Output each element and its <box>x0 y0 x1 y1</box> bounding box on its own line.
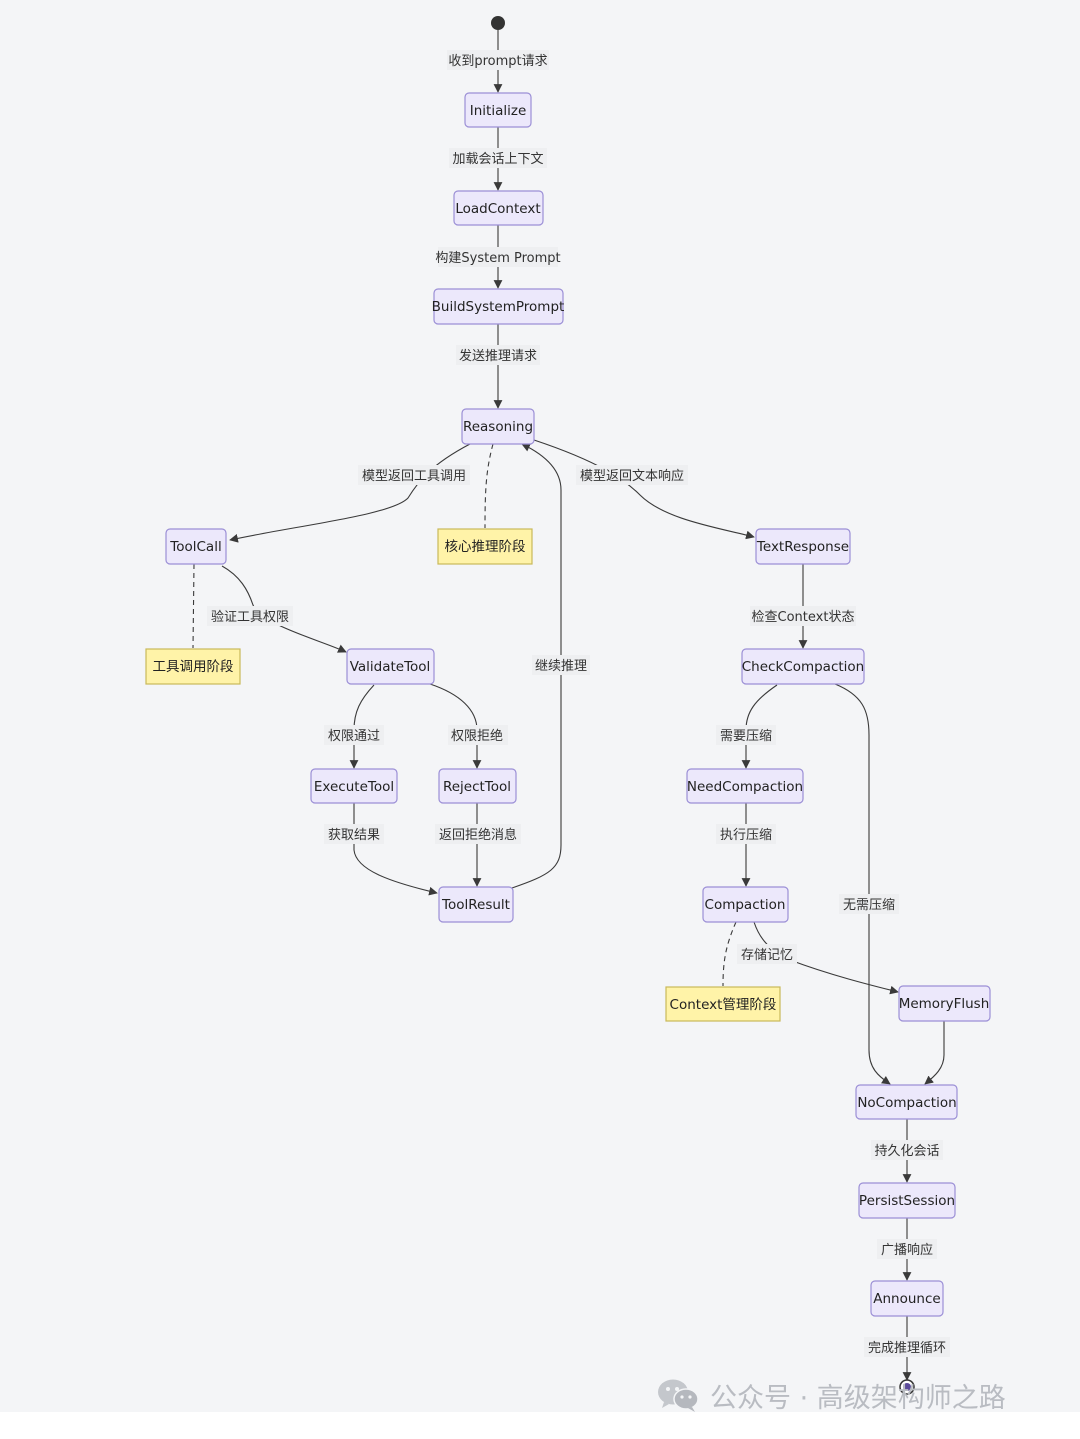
state-checkcompaction-label: CheckCompaction <box>742 659 865 675</box>
state-textresponse-label: TextResponse <box>756 539 849 555</box>
state-checkcompaction: CheckCompaction <box>741 648 865 685</box>
state-compaction: Compaction <box>702 886 789 923</box>
edge-memoryflush-nocompaction <box>924 1021 945 1085</box>
note-link-tool-call-phase <box>192 563 195 649</box>
label-announce-end: 完成推理循环 <box>868 1341 946 1356</box>
note-context-phase: Context管理阶段 <box>665 986 781 1022</box>
label-checkcompaction-needcompaction: 需要压缩 <box>720 728 772 744</box>
state-toolresult: ToolResult <box>438 886 514 923</box>
wechat-icon <box>658 1379 699 1412</box>
edge-reasoning-toolcall <box>229 443 471 543</box>
note-core-reasoning-text: 核心推理阶段 <box>445 539 526 555</box>
label-start-initialize: 收到prompt请求 <box>448 54 547 69</box>
state-nodes: Initialize LoadContext BuildSystemPrompt… <box>165 92 991 1317</box>
label-nocompaction-persistsession: 持久化会话 <box>874 1144 939 1159</box>
label-checkcompaction-nocompaction: 无需压缩 <box>843 897 895 913</box>
edge-executetool-toolresult <box>353 803 438 896</box>
label-executetool-toolresult: 获取结果 <box>328 828 380 843</box>
label-reasoning-textresponse: 模型返回文本响应 <box>580 468 684 484</box>
state-nocompaction-label: NoCompaction <box>857 1095 956 1111</box>
state-persistsession: PersistSession <box>858 1182 956 1219</box>
edges <box>192 30 945 1381</box>
state-rejecttool-label: RejectTool <box>443 779 511 795</box>
label-validatetool-rejecttool: 权限拒绝 <box>451 728 503 744</box>
label-initialize-loadcontext: 加载会话上下文 <box>452 152 543 167</box>
note-link-core-reasoning <box>484 443 494 529</box>
state-loadcontext: LoadContext <box>453 190 544 226</box>
state-memoryflush-label: MemoryFlush <box>899 996 990 1012</box>
edge-checkcompaction-nocompaction <box>834 683 891 1085</box>
state-rejecttool: RejectTool <box>438 768 517 804</box>
note-tool-call-phase-text: 工具调用阶段 <box>153 659 234 675</box>
watermark: 公众号 · 高级架构师之路 <box>656 1373 1006 1417</box>
end-state <box>899 1379 915 1395</box>
label-toolcall-validatetool: 验证工具权限 <box>211 609 289 625</box>
state-executetool: ExecuteTool <box>310 768 398 804</box>
edge-reasoning-textresponse <box>533 439 755 540</box>
state-needcompaction-label: NeedCompaction <box>687 779 803 795</box>
footer-band <box>0 1412 1080 1439</box>
label-continue-reasoning: 继续推理 <box>535 659 587 674</box>
state-reasoning-label: Reasoning <box>463 419 533 435</box>
state-validatetool-label: ValidateTool <box>350 659 431 675</box>
state-announce-label: Announce <box>873 1291 940 1307</box>
label-validatetool-executetool: 权限通过 <box>328 728 380 744</box>
note-context-phase-text: Context管理阶段 <box>670 997 777 1013</box>
label-textresponse-checkcompaction: 检查Context状态 <box>752 610 855 625</box>
state-persistsession-label: PersistSession <box>859 1193 955 1209</box>
state-reasoning: Reasoning <box>461 408 535 445</box>
notes: 核心推理阶段 工具调用阶段 Context管理阶段 <box>145 528 781 1022</box>
note-core-reasoning: 核心推理阶段 <box>437 528 533 565</box>
state-executetool-label: ExecuteTool <box>314 779 394 795</box>
label-persistsession-announce: 广播响应 <box>881 1242 933 1258</box>
label-buildsystemprompt-reasoning: 发送推理请求 <box>459 348 537 364</box>
state-loadcontext-label: LoadContext <box>455 201 540 217</box>
label-needcompaction-compaction: 执行压缩 <box>720 827 772 843</box>
state-buildsystemprompt: BuildSystemPrompt <box>432 288 565 325</box>
state-compaction-label: Compaction <box>705 897 786 913</box>
state-announce: Announce <box>870 1280 944 1317</box>
state-toolresult-label: ToolResult <box>441 897 510 913</box>
watermark-text: 公众号 · 高级架构师之路 <box>710 1382 1006 1414</box>
state-needcompaction: NeedCompaction <box>686 768 804 804</box>
note-tool-call-phase: 工具调用阶段 <box>145 648 241 685</box>
label-reasoning-toolcall: 模型返回工具调用 <box>362 469 466 484</box>
state-initialize: Initialize <box>464 92 532 128</box>
state-textresponse: TextResponse <box>755 528 851 565</box>
state-validatetool: ValidateTool <box>346 648 435 685</box>
label-rejecttool-toolresult: 返回拒绝消息 <box>439 827 517 843</box>
note-link-context-phase <box>722 921 737 987</box>
edge-labels: 收到prompt请求 加载会话上下文 构建System Prompt 发送推理请… <box>207 50 950 1357</box>
state-toolcall-label: ToolCall <box>169 539 221 555</box>
label-compaction-memoryflush: 存储记忆 <box>741 947 793 963</box>
start-state <box>491 16 505 30</box>
label-loadcontext-buildsystemprompt: 构建System Prompt <box>435 251 560 266</box>
state-nocompaction: NoCompaction <box>855 1084 958 1120</box>
state-buildsystemprompt-label: BuildSystemPrompt <box>432 299 565 315</box>
state-initialize-label: Initialize <box>470 103 527 119</box>
state-memoryflush: MemoryFlush <box>898 985 991 1022</box>
state-toolcall: ToolCall <box>165 528 227 565</box>
